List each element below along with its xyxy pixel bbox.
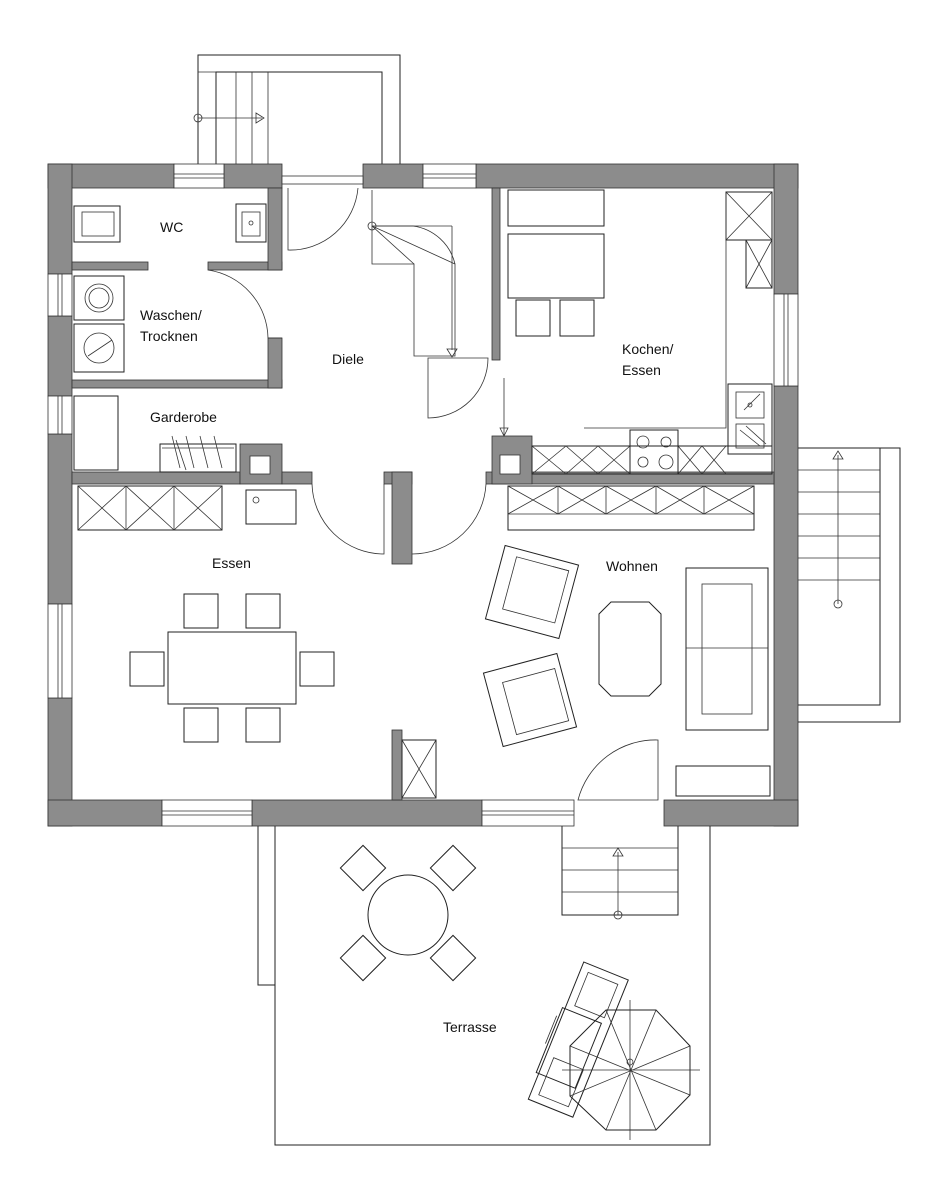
sideboards (77, 485, 755, 799)
parasol (562, 1000, 700, 1140)
stairwell (367, 190, 509, 437)
room-label-wc: WC (160, 219, 183, 235)
washing-machine (73, 275, 125, 321)
doors (207, 187, 659, 801)
room-label-kochen-essen: Essen (622, 362, 661, 378)
terrace-table (339, 844, 477, 982)
room-label-wohnen: Wohnen (606, 558, 658, 574)
terrace-stairs (561, 825, 679, 920)
coffee-table (598, 601, 662, 697)
wc-fixtures (73, 203, 267, 243)
room-label-diele: Diele (332, 351, 364, 367)
east-stairs (797, 447, 901, 723)
sofa (675, 567, 771, 797)
kitchen-furniture (507, 189, 773, 475)
entrance-stairs (193, 54, 401, 165)
dining-table (129, 593, 335, 743)
room-labels: WC Waschen/ Trocknen Diele Garderobe Koc… (140, 219, 673, 1035)
terrace (257, 825, 711, 1146)
room-label-garderobe: Garderobe (150, 409, 217, 425)
room-label-essen: Essen (212, 555, 251, 571)
dryer (73, 323, 125, 373)
wall-voids (249, 454, 521, 475)
windows (47, 163, 799, 827)
walls (47, 163, 799, 827)
room-label-kochen: Kochen/ (622, 341, 673, 357)
room-label-terrasse: Terrasse (443, 1019, 497, 1035)
garderobe-furniture (73, 395, 237, 473)
room-label-trocknen: Trocknen (140, 328, 198, 344)
armchairs (482, 544, 580, 748)
room-label-waschen: Waschen/ (140, 307, 202, 323)
sun-loungers (527, 961, 629, 1118)
